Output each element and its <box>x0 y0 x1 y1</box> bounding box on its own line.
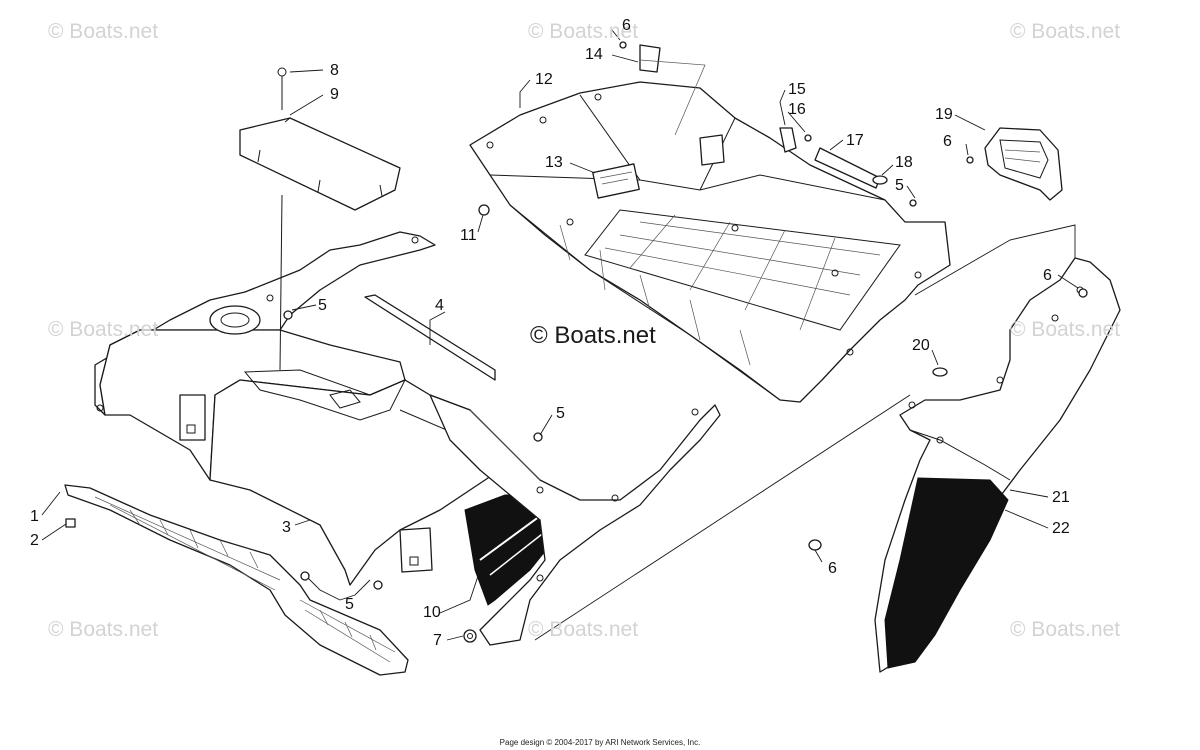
callout-11: 11 <box>460 227 477 244</box>
callout-14: 14 <box>585 46 603 63</box>
cover-panel <box>239 67 401 211</box>
callout-6d: 6 <box>828 560 837 577</box>
callout-5c: 5 <box>345 596 354 613</box>
side-rail <box>429 394 721 646</box>
callout-17: 17 <box>846 132 864 149</box>
footer-copyright: Page design © 2004-2017 by ARI Network S… <box>499 738 701 747</box>
callout-16: 16 <box>788 101 806 118</box>
callout-22: 22 <box>1052 520 1070 537</box>
callout-15: 15 <box>788 81 806 98</box>
watermark-1: © Boats.net <box>48 20 159 43</box>
callout-4: 4 <box>435 297 444 314</box>
callout-8: 8 <box>330 62 339 79</box>
callout-20: 20 <box>912 337 930 354</box>
callout-9: 9 <box>330 86 339 103</box>
watermark-6: © Boats.net <box>48 618 159 641</box>
callout-10: 10 <box>423 604 441 621</box>
callout-5d: 5 <box>895 177 904 194</box>
callout-5b: 5 <box>556 405 565 422</box>
front-grille <box>64 484 409 676</box>
callout-6c: 6 <box>1043 267 1052 284</box>
main-console <box>94 194 511 586</box>
watermark-center: © Boats.net <box>530 322 656 349</box>
callout-3: 3 <box>282 519 291 536</box>
watermark-4: © Boats.net <box>48 318 159 341</box>
callout-2: 2 <box>30 532 39 549</box>
callout-1: 1 <box>30 508 39 525</box>
watermark-2: © Boats.net <box>528 20 639 43</box>
callout-18: 18 <box>895 154 913 171</box>
watermark-3: © Boats.net <box>1010 20 1121 43</box>
watermark-8: © Boats.net <box>1010 618 1121 641</box>
callout-12: 12 <box>535 71 553 88</box>
tail-light <box>984 127 1063 201</box>
hardware <box>283 41 1088 643</box>
right-side-panel <box>534 224 1121 673</box>
callout-13: 13 <box>545 154 563 171</box>
callout-21: 21 <box>1052 489 1070 506</box>
watermark-5: © Boats.net <box>1010 318 1121 341</box>
callout-7: 7 <box>433 632 442 649</box>
decal-strip <box>364 294 496 381</box>
storage-tub <box>469 81 951 403</box>
callout-5a: 5 <box>318 297 327 314</box>
callout-6b: 6 <box>943 133 952 150</box>
watermark-7: © Boats.net <box>528 618 639 641</box>
callout-19: 19 <box>935 106 953 123</box>
leader-lines <box>41 29 1079 641</box>
callout-6a: 6 <box>622 17 631 34</box>
